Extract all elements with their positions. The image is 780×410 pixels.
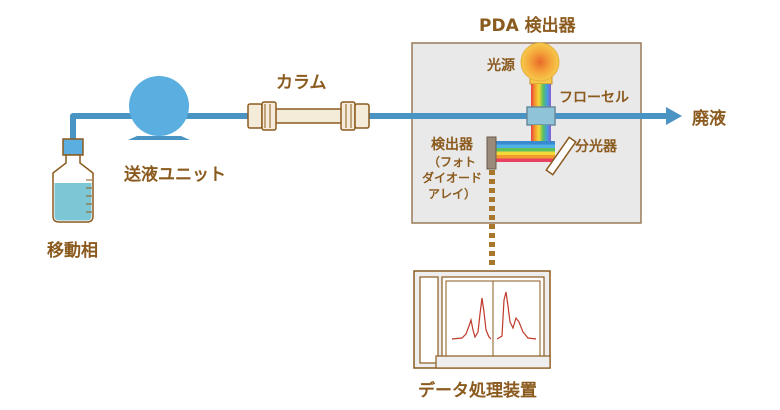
flow-pipe — [70, 113, 668, 148]
column-label: カラム — [276, 73, 327, 93]
detector-label: 検出器 （フォト ダイオード アレイ） — [420, 136, 484, 202]
waste-label: 廃液 — [692, 109, 726, 129]
pump-unit-label: 送液ユニット — [124, 165, 226, 185]
chromatogram-right — [496, 291, 537, 340]
monitor-icon — [413, 270, 551, 369]
flow-cell — [526, 106, 556, 126]
light-beam — [531, 84, 551, 108]
mobile-phase-label: 移動相 — [47, 241, 98, 261]
detector-label-line4: アレイ） — [427, 187, 476, 201]
chromatogram-left — [451, 297, 492, 340]
spectrum-bands — [495, 141, 555, 162]
spectrometer-label: 分光器 — [575, 139, 617, 155]
spectrometer-grating — [545, 136, 577, 176]
light-source-label: 光源 — [487, 58, 515, 74]
pump-icon — [128, 76, 190, 140]
flow-cell-label: フローセル — [559, 90, 629, 106]
photodiode-array — [486, 136, 497, 170]
waste-arrow-icon — [666, 107, 682, 125]
solvent-bottle-icon — [52, 138, 94, 223]
detector-label-line1: 検出器 — [431, 137, 473, 153]
detector-title: PDA 検出器 — [479, 16, 576, 36]
column-icon — [247, 101, 370, 131]
light-beam-lower — [531, 125, 551, 141]
detector-label-line3: ダイオード — [421, 171, 482, 185]
light-source-icon — [520, 42, 560, 85]
data-processor-label: データ処理装置 — [418, 381, 537, 401]
detector-label-line2: （フォト — [427, 155, 476, 169]
